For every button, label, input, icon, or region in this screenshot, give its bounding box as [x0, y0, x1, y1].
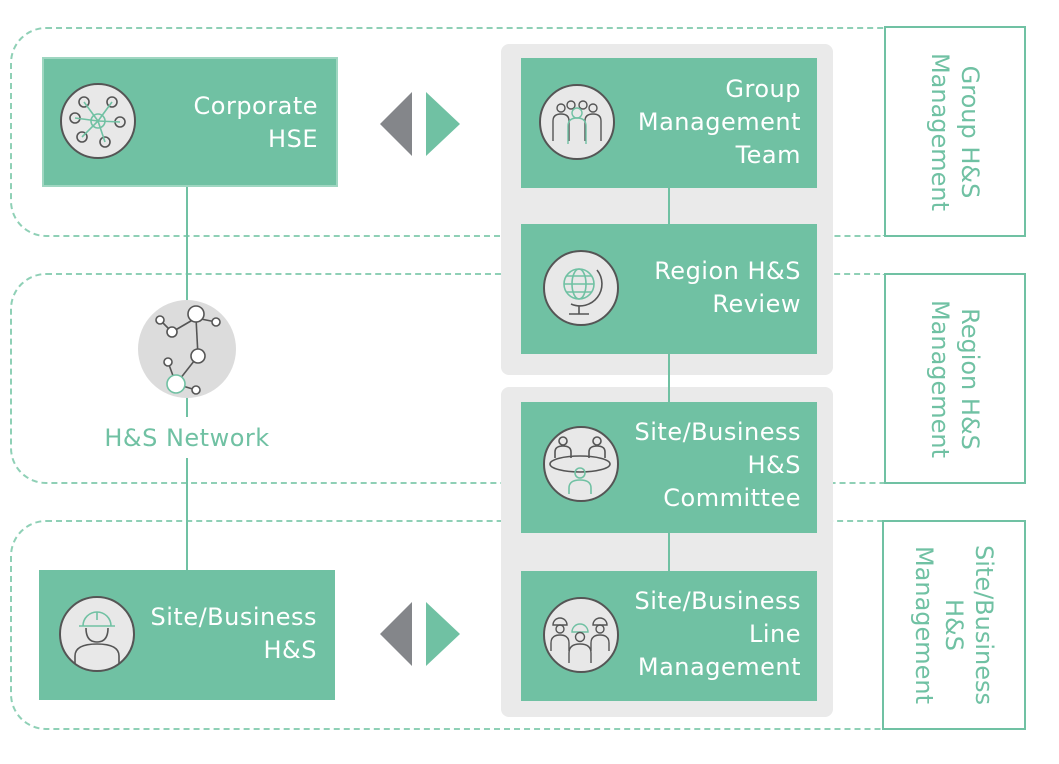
- globe-icon: [543, 250, 619, 326]
- connector-line: [186, 458, 188, 570]
- people-network-icon: [60, 83, 136, 159]
- network-label: H&S Network: [104, 424, 270, 452]
- two-way-arrow-icon: [380, 602, 460, 666]
- network-icon: [138, 300, 236, 398]
- site-band: [10, 520, 885, 730]
- meeting-table-icon: [543, 426, 619, 502]
- connector-line: [668, 188, 670, 224]
- hardhat-worker-icon: [59, 596, 135, 672]
- connector-line: [186, 187, 188, 300]
- two-way-arrow-icon: [380, 92, 460, 156]
- connector-line: [668, 533, 670, 571]
- team-group-icon: [539, 84, 615, 160]
- connector-line: [668, 354, 670, 402]
- region-band: [10, 273, 885, 484]
- connector-line: [186, 397, 188, 417]
- group-band: [10, 27, 885, 237]
- workers-group-icon: [543, 597, 619, 673]
